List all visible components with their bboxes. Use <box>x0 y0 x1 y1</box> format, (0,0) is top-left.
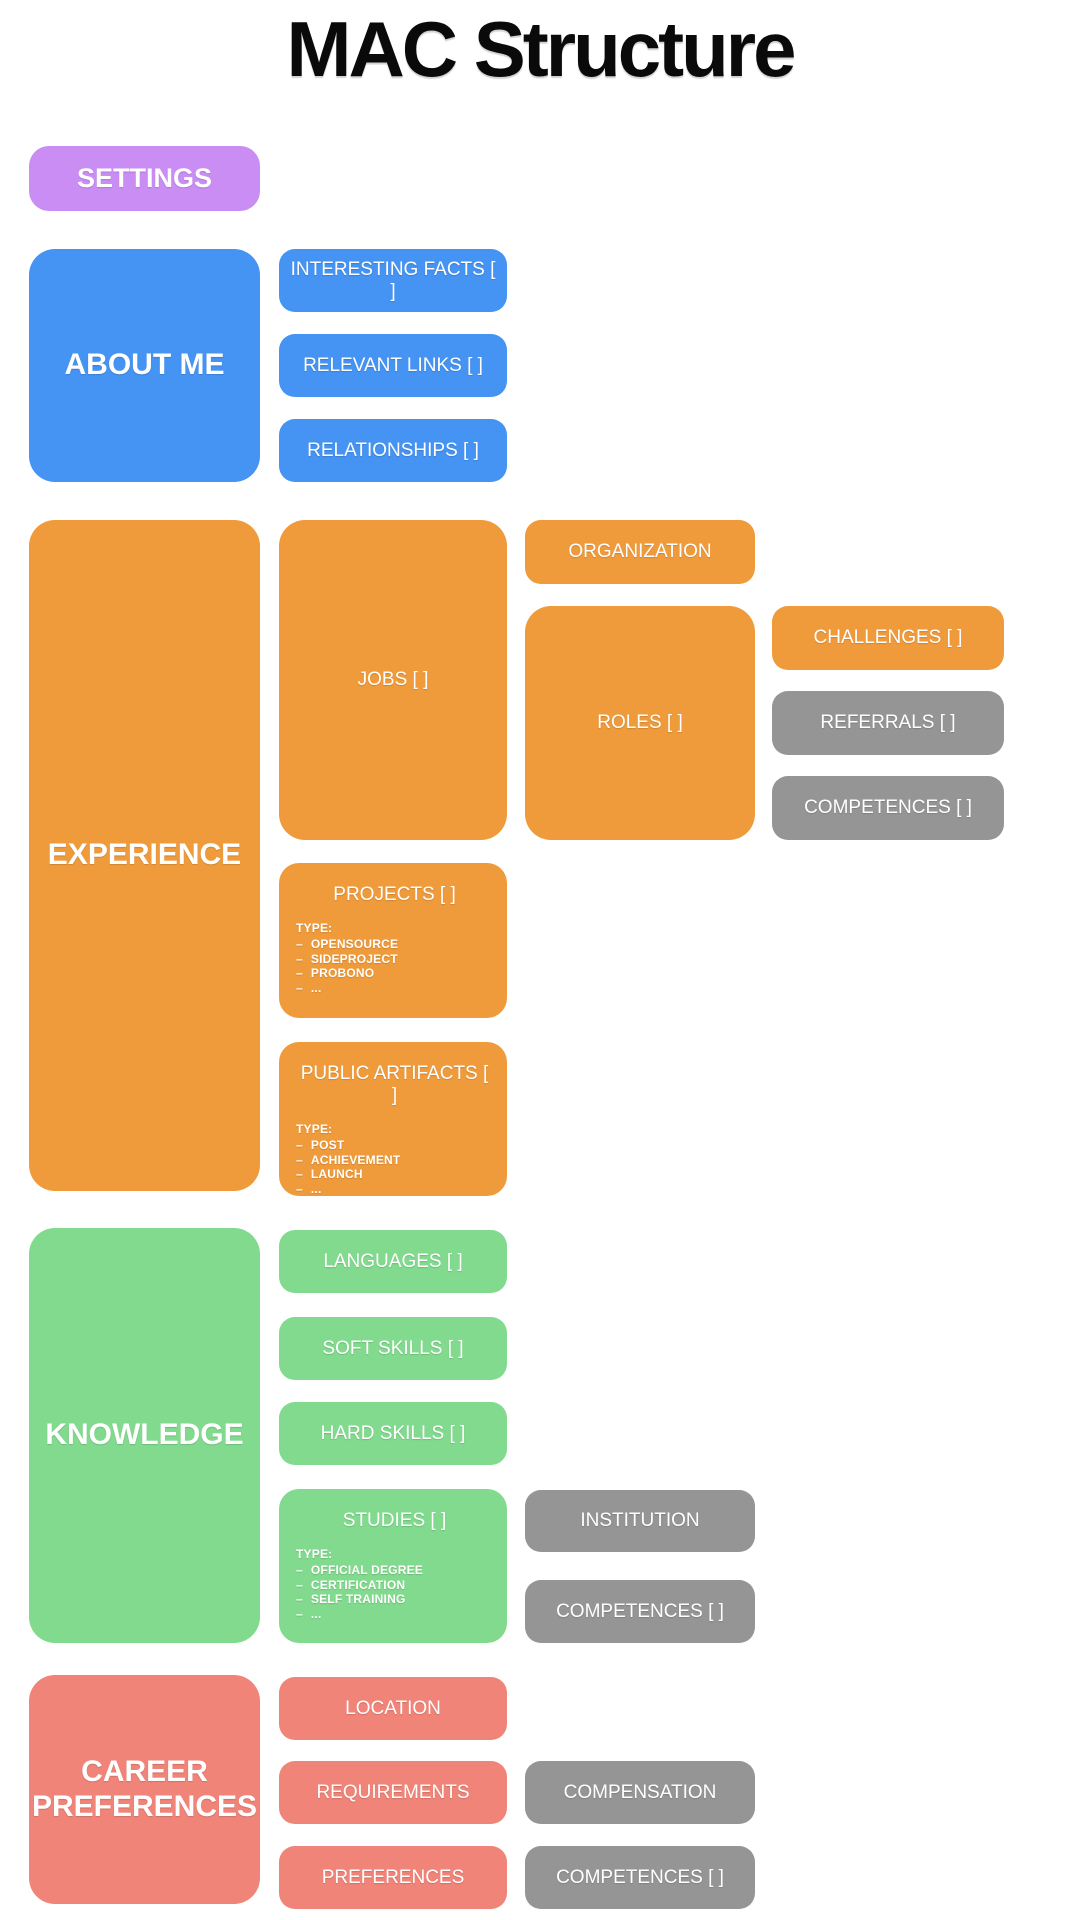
list-dash: – <box>296 1606 303 1621</box>
node-soft-skills: SOFT SKILLS [ ] <box>279 1317 507 1380</box>
list-dash: – <box>296 1563 303 1577</box>
node-hard-skills: HARD SKILLS [ ] <box>279 1402 507 1465</box>
projects-type-label: TYPE: <box>296 921 333 935</box>
type-list-item: –SIDEPROJECT <box>296 952 493 967</box>
node-settings: SETTINGS <box>29 146 260 211</box>
list-dash: – <box>296 1577 303 1592</box>
list-dash: – <box>296 1152 303 1167</box>
page-title: MAC Structure <box>286 5 796 93</box>
type-list-item-label: ... <box>310 1181 322 1196</box>
type-list-item-label: ... <box>310 1606 322 1621</box>
node-roles-competences: COMPETENCES [ ] <box>772 776 1004 840</box>
studies-type-label: TYPE: <box>296 1547 333 1561</box>
type-list-item: –PROBONO <box>296 966 493 981</box>
type-list-item-label: CERTIFICATION <box>310 1577 406 1592</box>
type-list-item-label: OFFICIAL DEGREE <box>310 1563 423 1577</box>
list-dash: – <box>296 1592 303 1606</box>
node-interesting-facts: INTERESTING FACTS [ ] <box>279 249 507 312</box>
type-list-item: –CERTIFICATION <box>296 1578 493 1593</box>
public-artifacts-type-label: TYPE: <box>296 1122 333 1136</box>
list-dash: – <box>296 980 303 995</box>
node-location: LOCATION <box>279 1677 507 1740</box>
type-list-item-label: LAUNCH <box>310 1167 363 1181</box>
type-list-item: –LAUNCH <box>296 1167 493 1182</box>
node-career-preferences: CAREER PREFERENCES <box>29 1675 260 1904</box>
list-dash: – <box>296 937 303 951</box>
type-list-item-label: PROBONO <box>310 966 375 980</box>
type-list-item-label: SELF TRAINING <box>310 1592 406 1606</box>
node-organization: ORGANIZATION <box>525 520 755 584</box>
node-studies: STUDIES [ ] TYPE: –OFFICIAL DEGREE–CERTI… <box>279 1489 507 1643</box>
node-institution: INSTITUTION <box>525 1490 755 1552</box>
node-roles: ROLES [ ] <box>525 606 755 840</box>
type-list-item: –SELF TRAINING <box>296 1592 493 1607</box>
list-dash: – <box>296 1167 303 1181</box>
type-list-item: –ACHIEVEMENT <box>296 1153 493 1168</box>
type-list-item: –... <box>296 1607 493 1622</box>
type-list-item-label: ACHIEVEMENT <box>310 1152 401 1167</box>
node-studies-competences: COMPETENCES [ ] <box>525 1580 755 1643</box>
node-projects: PROJECTS [ ] TYPE: –OPENSOURCE–SIDEPROJE… <box>279 863 507 1018</box>
node-relevant-links: RELEVANT LINKS [ ] <box>279 334 507 397</box>
type-list-item: –OFFICIAL DEGREE <box>296 1563 493 1578</box>
projects-label: PROJECTS [ ] <box>333 884 456 905</box>
type-list-item-label: POST <box>310 1138 345 1152</box>
list-dash: – <box>296 1181 303 1196</box>
list-dash: – <box>296 966 303 980</box>
list-dash: – <box>296 1138 303 1152</box>
type-list-item-label: ... <box>310 980 322 995</box>
node-referrals: REFERRALS [ ] <box>772 691 1004 755</box>
projects-type-list: –OPENSOURCE–SIDEPROJECT–PROBONO–... <box>296 937 493 995</box>
public-artifacts-type-list: –POST–ACHIEVEMENT–LAUNCH–... <box>296 1138 493 1196</box>
node-languages: LANGUAGES [ ] <box>279 1230 507 1293</box>
studies-label: STUDIES [ ] <box>342 1510 447 1531</box>
node-relationships: RELATIONSHIPS [ ] <box>279 419 507 482</box>
type-list-item: –OPENSOURCE <box>296 937 493 952</box>
type-list-item: –... <box>296 1182 493 1197</box>
node-preferences: PREFERENCES <box>279 1846 507 1909</box>
node-experience: EXPERIENCE <box>29 520 260 1191</box>
list-dash: – <box>296 951 303 966</box>
node-challenges: CHALLENGES [ ] <box>772 606 1004 670</box>
type-list-item-label: OPENSOURCE <box>310 937 399 951</box>
type-list-item: –POST <box>296 1138 493 1153</box>
node-career-competences: COMPETENCES [ ] <box>525 1846 755 1909</box>
public-artifacts-label: PUBLIC ARTIFACTS [ ] <box>300 1063 489 1106</box>
studies-type-list: –OFFICIAL DEGREE–CERTIFICATION–SELF TRAI… <box>296 1563 493 1621</box>
node-requirements: REQUIREMENTS <box>279 1761 507 1824</box>
node-public-artifacts: PUBLIC ARTIFACTS [ ] TYPE: –POST–ACHIEVE… <box>279 1042 507 1196</box>
type-list-item-label: SIDEPROJECT <box>310 951 398 966</box>
type-list-item: –... <box>296 981 493 996</box>
node-about-me: ABOUT ME <box>29 249 260 482</box>
node-knowledge: KNOWLEDGE <box>29 1228 260 1643</box>
node-jobs: JOBS [ ] <box>279 520 507 840</box>
node-compensation: COMPENSATION <box>525 1761 755 1824</box>
